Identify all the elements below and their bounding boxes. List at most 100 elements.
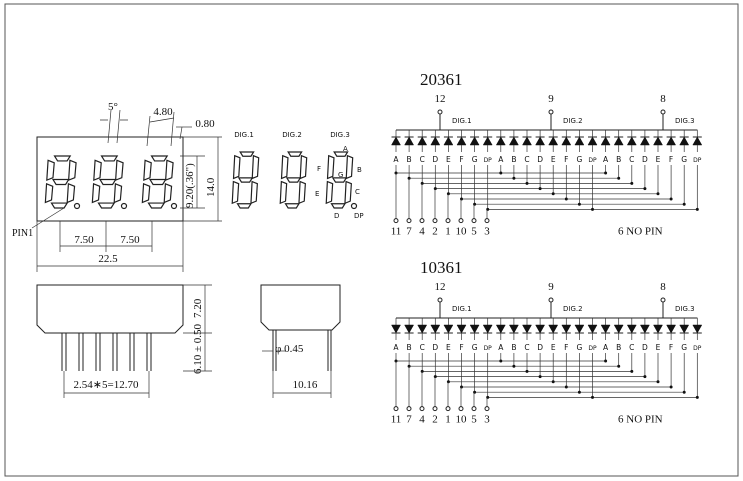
id-seg-dp: DP [354,212,364,220]
diode-14 [561,324,572,334]
diode-12 [535,136,546,146]
segment-label: DP [693,157,702,164]
dim-dp: 0.80 [195,118,215,130]
diode-1 [391,136,401,146]
segment-label: E [551,155,556,164]
dim-pin-dia: φ 0.45 [275,343,304,355]
segment-label: G [472,343,478,352]
segment-label: E [446,343,451,352]
dim-pin-length: 6.10 ± 0.50 [192,323,204,374]
id-seg-d: D [334,212,339,220]
diode-12 [535,324,546,334]
diode-19 [626,324,637,334]
dim-width: 22.5 [98,253,118,265]
circuit-title: 20361 [420,70,463,89]
diode-23 [679,324,690,334]
segment-label: B [511,155,516,164]
digit-label-2: DIG.2 [563,305,583,313]
diode-5 [443,136,454,146]
dim-side-width: 10.16 [293,379,318,391]
segment-label: G [472,155,478,164]
diode-8 [482,324,493,334]
segment-label: B [407,155,412,164]
diode-16 [587,136,598,146]
id-dig1: DIG.1 [234,131,254,139]
id-seg-e: E [315,190,319,198]
diode-15 [574,324,585,334]
segment-label: D [432,343,438,352]
id-digit-1 [231,151,260,209]
common-pin-8: 8 [660,281,666,293]
diode-10 [508,136,519,146]
segment-label: D [537,155,543,164]
diode-22 [666,136,677,146]
segment-label: E [656,155,661,164]
dim-pitch-2: 7.50 [120,234,140,246]
segment-label: F [459,343,463,352]
bottom-pin-11: 11 [391,414,402,426]
diode-7 [469,136,480,146]
common-pin-9: 9 [548,281,554,293]
diode-7 [469,324,480,334]
diode-6 [456,324,467,334]
segment-label: C [629,155,634,164]
segment-label: DP [484,157,493,164]
segment-label: C [420,155,425,164]
bottom-pin-10: 10 [456,226,468,238]
diode-24 [692,324,703,334]
segment-label: A [393,155,399,164]
segment-label: D [537,343,543,352]
page-frame [4,3,739,477]
diode-15 [574,136,585,146]
front-digit-3 [141,155,178,210]
diode-11 [522,136,532,146]
bottom-pin-5: 5 [471,414,477,426]
diode-17 [600,136,611,146]
segment-label: C [420,343,425,352]
diode-13 [548,136,559,146]
side-view-narrow: φ 0.45 10.16 [260,284,341,398]
diode-6 [456,136,467,146]
diode-9 [495,324,506,334]
digit-label-3: DIG.3 [675,117,695,125]
segment-label: DP [484,345,493,352]
diode-2 [404,136,415,146]
segment-label: E [656,343,661,352]
segment-label: G [576,343,582,352]
diode-4 [430,136,441,146]
id-seg-a: A [343,145,348,153]
diode-16 [587,324,598,334]
id-digit-2 [279,151,308,209]
dim-pin-pitch: 2.54∗5=12.70 [74,379,139,391]
digit-label-1: DIG.1 [452,305,472,313]
segment-label: A [498,343,504,352]
segment-label: G [576,155,582,164]
segment-label: B [407,343,412,352]
segment-label: DP [693,345,702,352]
diode-4 [430,324,441,334]
id-dig3: DIG.3 [330,131,350,139]
circuit-title: 10361 [420,258,463,277]
no-pin-note: 6 NO PIN [618,226,663,238]
digit-label-1: DIG.1 [452,117,472,125]
bottom-pin-2: 2 [432,414,438,426]
diode-20 [639,136,650,146]
id-digits [231,151,358,210]
segment-label: B [616,155,621,164]
diode-17 [600,324,611,334]
segment-label: G [681,155,687,164]
segment-label: A [498,155,504,164]
diode-24 [692,136,703,146]
segment-label: B [511,343,516,352]
bottom-pin-11: 11 [391,226,402,238]
segment-label: F [459,155,463,164]
id-seg-g: G [338,171,343,179]
diode-11 [522,324,532,334]
dim-digit-height: 9.20(.36") [184,163,196,208]
segment-label: F [669,343,673,352]
diode-13 [548,324,559,334]
id-seg-b: B [357,166,362,174]
side-view-pins: 7.20 6.10 ± 0.50 2.54∗5=12.70 [36,284,212,398]
